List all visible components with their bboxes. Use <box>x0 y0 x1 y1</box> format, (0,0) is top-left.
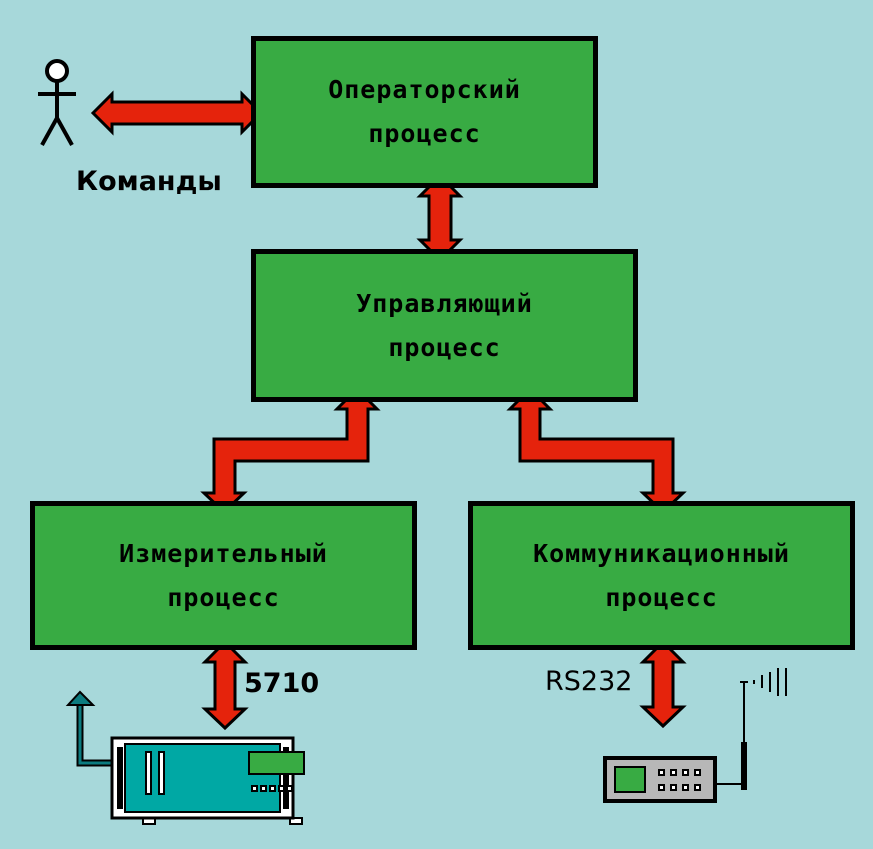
node-measure-line2: процесс <box>167 582 280 612</box>
arrow-user-operator <box>90 90 264 136</box>
node-operator-line1: Операторский <box>328 75 521 104</box>
arrow-control-measure <box>200 386 381 515</box>
instrument-icon <box>65 690 305 825</box>
node-comm-line2: процесс <box>605 582 718 612</box>
radio-modem-icon <box>603 668 787 803</box>
edge-label-commands: Команды <box>76 166 222 197</box>
node-measure-process: Измерительный процесс <box>30 501 417 650</box>
user-icon <box>38 59 76 146</box>
arrow-control-comm <box>506 386 687 515</box>
arrow-operator-control <box>416 173 464 263</box>
node-measure-line1: Измерительный <box>119 538 328 568</box>
arrow-measure-instrument <box>201 639 249 731</box>
node-control-process: Управляющий процесс <box>251 249 638 402</box>
node-operator-line2: процесс <box>368 119 481 148</box>
node-comm-process: Коммуникационный процесс <box>468 501 855 650</box>
node-control-line2: процесс <box>388 332 501 362</box>
node-control-line1: Управляющий <box>356 288 533 318</box>
node-operator-process: Операторский процесс <box>251 36 598 188</box>
signal-icon <box>753 668 787 696</box>
node-comm-line1: Коммуникационный <box>533 538 790 568</box>
edge-label-5710: 5710 <box>244 668 320 699</box>
edge-label-rs232: RS232 <box>545 666 633 697</box>
arrow-comm-modem <box>639 639 687 729</box>
